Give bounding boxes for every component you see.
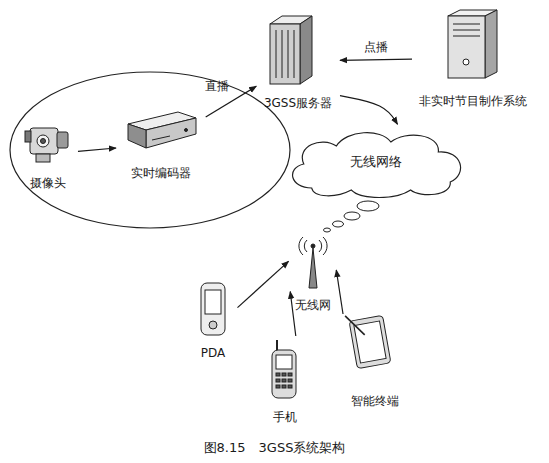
production-server-icon xyxy=(448,10,497,78)
device-node: 智能终端 xyxy=(340,316,410,408)
device-node: 非实时节目制作系统 xyxy=(414,8,532,108)
node-label: 摄像头 xyxy=(30,176,66,190)
phone-icon xyxy=(272,340,296,398)
live-group-ellipse xyxy=(10,72,290,228)
arrow-connector xyxy=(336,270,343,314)
figure-caption: 图8.15 3GSS系统架构 xyxy=(0,440,549,456)
node-label: 手机 xyxy=(273,410,297,424)
device-node: 手机 xyxy=(262,338,308,424)
arrow-connector xyxy=(78,148,116,151)
device-node: 实时编码器 xyxy=(118,108,204,180)
arrow-connector xyxy=(340,59,412,60)
arrow-connector xyxy=(237,261,288,307)
antenna-icon xyxy=(299,237,327,288)
device-node: 3GSS服务器 xyxy=(258,12,338,110)
tablet-icon xyxy=(345,310,391,370)
device-node: 摄像头 xyxy=(20,118,76,190)
node-label: 3GSS服务器 xyxy=(264,96,332,110)
device-node: 无线网 xyxy=(290,232,336,312)
encoder-icon xyxy=(128,112,196,148)
arrow-connector xyxy=(340,96,398,125)
pda-icon xyxy=(201,283,225,335)
camera-icon xyxy=(25,128,68,162)
node-label: 非实时节目制作系统 xyxy=(419,94,527,108)
node-label: 智能终端 xyxy=(351,394,399,408)
cloud-shape xyxy=(293,133,461,198)
node-label: 无线网络 xyxy=(350,155,402,169)
device-node: PDA xyxy=(190,280,236,360)
edge-label: 点播 xyxy=(364,40,388,54)
node-label: 实时编码器 xyxy=(131,166,191,180)
edge-label: 直播 xyxy=(205,79,229,93)
network-cloud: 无线网络 xyxy=(282,126,470,198)
arrow-connector xyxy=(290,292,296,336)
node-label: PDA xyxy=(201,346,225,360)
node-label: 无线网 xyxy=(295,298,331,312)
server-icon xyxy=(270,16,312,84)
thought-bubbles xyxy=(324,201,380,232)
